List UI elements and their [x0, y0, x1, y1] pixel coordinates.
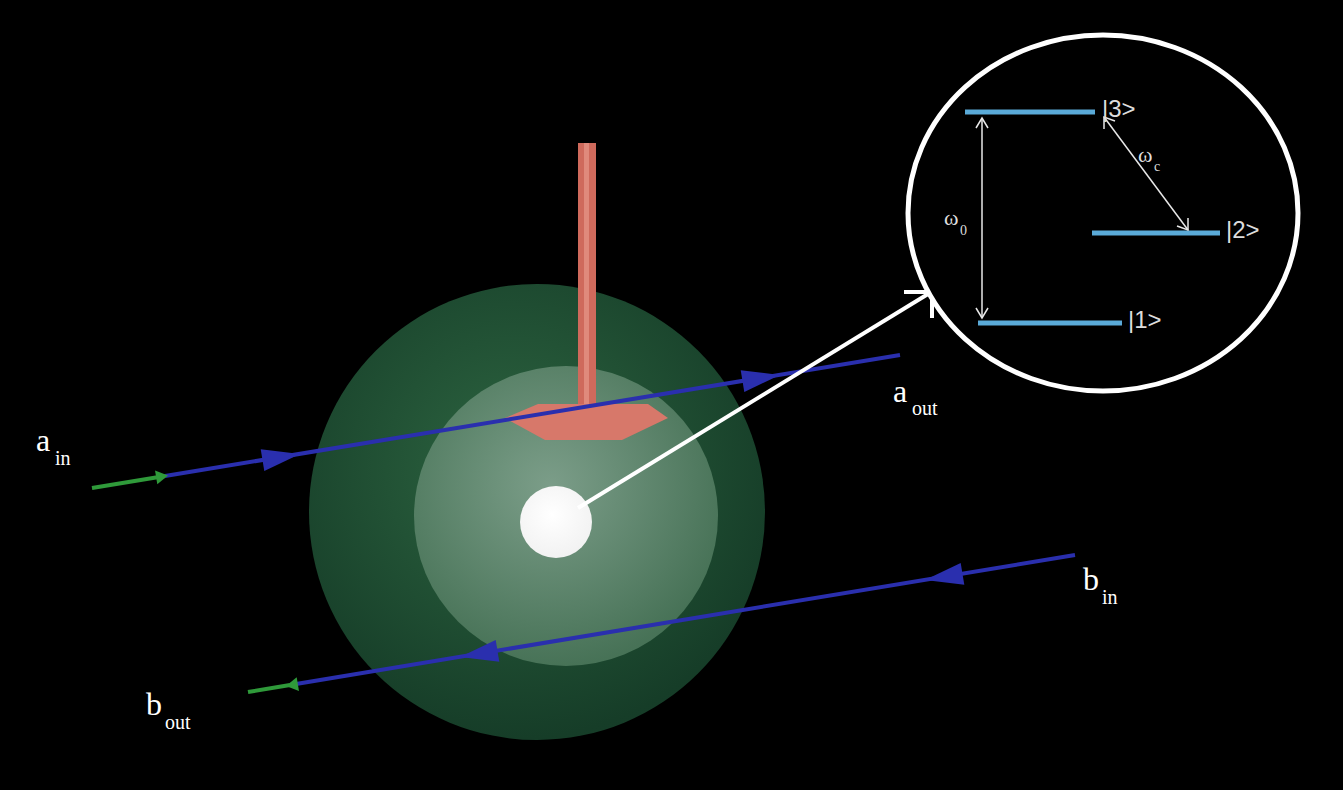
label-anchor: b	[1083, 563, 1099, 595]
label-anchor: ω	[1138, 144, 1152, 166]
port-subscript: out	[165, 711, 191, 733]
input-arrow-cone	[155, 471, 168, 485]
output-arrow-cone	[286, 677, 299, 691]
label-anchor: |1>	[1128, 308, 1162, 332]
level-2	[1092, 231, 1220, 236]
frequency-subscript: 0	[960, 223, 967, 238]
port-subscript: in	[1102, 586, 1118, 608]
beam-b-output	[248, 685, 290, 692]
beam-group	[92, 355, 1075, 692]
port-subscript: in	[55, 447, 71, 469]
label-anchor: b	[146, 688, 162, 720]
level-label: |3>	[1102, 95, 1136, 122]
port-name: b	[146, 686, 162, 722]
label-anchor: a	[893, 375, 907, 407]
level-3	[965, 110, 1095, 115]
zoom-pointer	[578, 292, 932, 508]
label-anchor: in	[1102, 587, 1118, 607]
frequency-subscript: c	[1154, 159, 1160, 174]
port-subscript: out	[912, 397, 938, 419]
label-anchor: |3>	[1102, 97, 1136, 121]
inset-circle	[908, 35, 1298, 391]
atom-sphere	[520, 486, 592, 558]
beam-b	[290, 555, 1075, 685]
label-anchor: a	[36, 424, 50, 456]
beam-arrow-cone	[925, 563, 964, 585]
label-anchor: out	[912, 398, 938, 418]
antenna-rod	[578, 143, 596, 415]
label-anchor: out	[165, 712, 191, 732]
level-label: |1>	[1128, 306, 1162, 333]
antenna-base	[505, 404, 668, 440]
arrow-cones	[155, 370, 964, 691]
port-name: a	[893, 373, 907, 409]
inset	[908, 35, 1298, 391]
beam-arrow-cone	[460, 640, 499, 662]
label-anchor: |2>	[1226, 218, 1260, 242]
label-anchor: c	[1154, 158, 1160, 174]
beam-arrow-cone	[261, 449, 300, 471]
port-name: a	[36, 422, 50, 458]
level-label: |2>	[1226, 216, 1260, 243]
label-anchor: 0	[960, 222, 967, 238]
port-name: b	[1083, 561, 1099, 597]
level-1	[978, 321, 1122, 326]
omegac-arrow	[1104, 117, 1188, 230]
frequency-symbol: ω	[1138, 142, 1152, 167]
antenna-highlight	[584, 143, 589, 415]
label-anchor: ω	[944, 207, 958, 229]
frequency-symbol: ω	[944, 205, 958, 230]
beam-a	[165, 355, 900, 476]
zoom-line	[578, 294, 928, 508]
label-anchor: in	[55, 448, 71, 468]
beam-a-input	[92, 476, 165, 488]
omega0-arrow	[976, 118, 988, 318]
